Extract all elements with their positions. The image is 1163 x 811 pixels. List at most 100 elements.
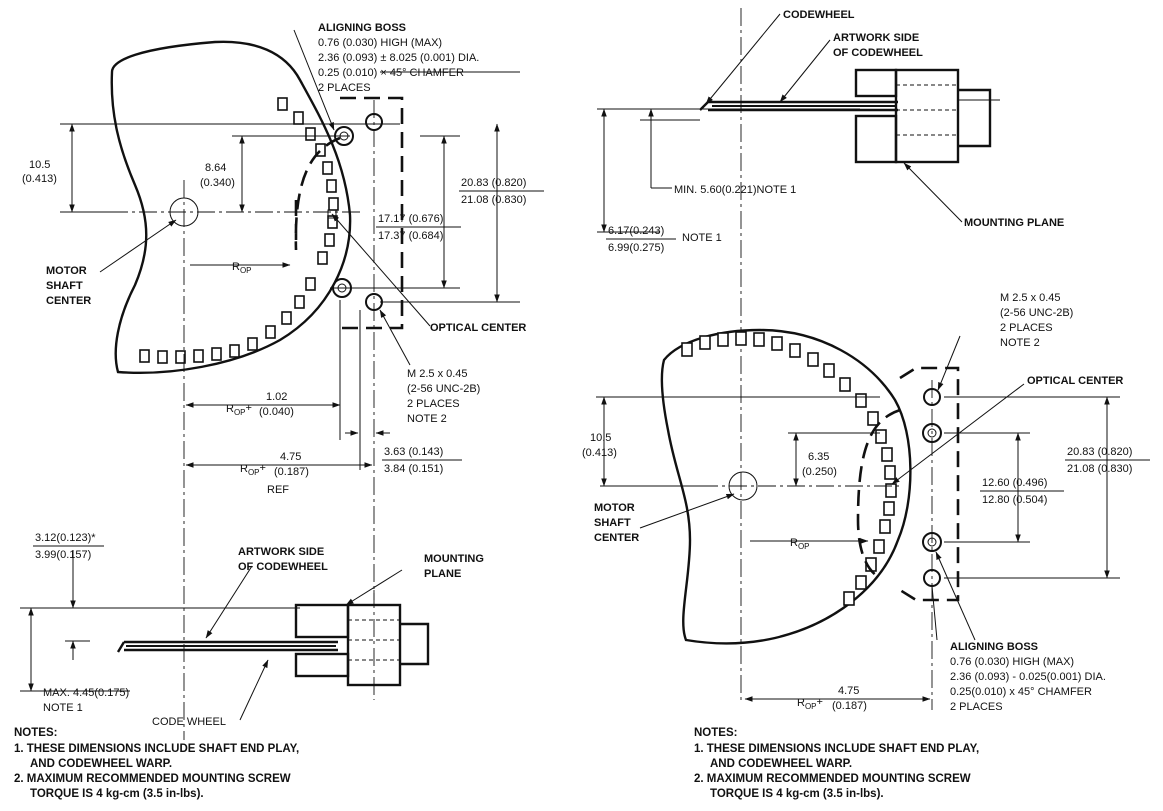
right-dim-4-75-in: (0.187) — [832, 700, 867, 712]
left-note1a: 1. THESE DIMENSIONS INCLUDE SHAFT END PL… — [14, 743, 299, 755]
right-encoder-body-top — [854, 68, 898, 98]
right-note1b: AND CODEWHEEL WARP. — [710, 758, 852, 770]
right-dim-12-60-top: 12.60 (0.496) — [982, 477, 1047, 489]
left-dim-8-64-mm: 8.64 — [205, 162, 226, 174]
right-side-labels: CODEWHEEL ARTWORK SIDE OF CODEWHEEL MIN.… — [606, 9, 1064, 254]
left-artwork-l2: OF CODEWHEEL — [238, 561, 328, 573]
right-dim-4-75-mm: 4.75 — [838, 685, 859, 697]
left-artwork-l1: ARTWORK SIDE — [238, 546, 324, 558]
right-codewheel-label: CODEWHEEL — [783, 9, 855, 21]
right-dim-6-35-in: (0.250) — [802, 466, 837, 478]
left-codewheel-view — [60, 29, 520, 740]
left-dim-4-75-ref: REF — [267, 484, 289, 496]
left-motor-label-1: MOTOR — [46, 265, 87, 277]
left-motor-label-2: SHAFT — [46, 280, 83, 292]
right-note2a: 2. MAXIMUM RECOMMENDED MOUNTING SCREW — [694, 773, 971, 785]
right-screw-line3: 2 PLACES — [1000, 322, 1053, 334]
right-mounting-plane: MOUNTING PLANE — [964, 217, 1064, 229]
right-codewheel-slots — [681, 331, 897, 606]
right-encoder-case — [894, 68, 960, 164]
left-dim-1-02-mm: 1.02 — [266, 391, 287, 403]
right-aligning-boss-line1: 0.76 (0.030) HIGH (MAX) — [950, 656, 1074, 668]
left-dim-1-02-in: (0.040) — [259, 406, 294, 418]
left-dim-4-75-in: (0.187) — [274, 466, 309, 478]
right-notes: NOTES: 1. THESE DIMENSIONS INCLUDE SHAFT… — [694, 727, 979, 800]
right-dim-6-17-top: 6.17(0.243) — [608, 225, 664, 237]
left-aligning-boss-line3: 0.25 (0.010) × 45° CHAMFER — [318, 67, 464, 79]
right-notes-title: NOTES: — [694, 727, 737, 739]
left-dim-3-63-top: 3.63 (0.143) — [384, 446, 443, 458]
left-screw-line4: NOTE 2 — [407, 413, 447, 425]
left-dim-1-02-prefix: ROP+ — [226, 402, 252, 417]
left-screw-line2: (2-56 UNC-2B) — [407, 383, 480, 395]
left-dim-3-12-top: 3.12(0.123)* — [35, 532, 96, 544]
left-codewheel-outline — [110, 40, 352, 374]
right-codewheel-outline — [660, 328, 912, 645]
right-side-view — [597, 8, 1000, 700]
right-aligning-boss-line4: 2 PLACES — [950, 701, 1003, 713]
left-mounting-l2: PLANE — [424, 568, 461, 580]
right-artwork-l2: OF CODEWHEEL — [833, 47, 923, 59]
right-note1a: 1. THESE DIMENSIONS INCLUDE SHAFT END PL… — [694, 743, 979, 755]
left-notes: NOTES: 1. THESE DIMENSIONS INCLUDE SHAFT… — [14, 727, 299, 800]
right-motor-label-2: SHAFT — [594, 517, 631, 529]
right-dim-20-83-top: 20.83 (0.820) — [1067, 446, 1132, 458]
right-dim-10-5-in: (0.413) — [582, 447, 617, 459]
left-dim-4-75-prefix: ROP+ — [240, 462, 266, 477]
right-front-labels: M 2.5 x 0.45 (2-56 UNC-2B) 2 PLACES NOTE… — [582, 292, 1150, 713]
right-screw-line1: M 2.5 x 0.45 — [1000, 292, 1061, 304]
right-motor-label-3: CENTER — [594, 532, 639, 544]
left-codewheel-slots — [139, 97, 339, 364]
left-aligning-boss-line2: 2.36 (0.093) ± 8.025 (0.001) DIA. — [318, 52, 479, 64]
left-side-labels: 3.12(0.123)* 3.99(0.157) ARTWORK SIDE OF… — [33, 532, 484, 728]
right-dim-10-5-mm: 10.5 — [590, 432, 611, 444]
right-dim-6-17-note: NOTE 1 — [682, 232, 722, 244]
left-dim-17-17-top: 17.17 (0.676) — [378, 213, 443, 225]
right-screw-line4: NOTE 2 — [1000, 337, 1040, 349]
left-max-l2: NOTE 1 — [43, 702, 83, 714]
right-encoder-body-bottom — [854, 114, 898, 164]
right-dim-12-60-bot: 12.80 (0.504) — [982, 494, 1047, 506]
left-side-view — [20, 550, 430, 721]
left-rop-label: ROP — [232, 261, 252, 275]
left-top-labels: ALIGNING BOSS 0.76 (0.030) HIGH (MAX) 2.… — [22, 22, 544, 496]
right-artwork-l1: ARTWORK SIDE — [833, 32, 919, 44]
left-dim-10-5-mm: 10.5 — [29, 159, 50, 171]
left-dim-20-83-top: 20.83 (0.820) — [461, 177, 526, 189]
left-dim-4-75-mm: 4.75 — [280, 451, 301, 463]
right-note2b: TORQUE IS 4 kg-cm (3.5 in-lbs). — [710, 788, 884, 800]
right-screw-line2: (2-56 UNC-2B) — [1000, 307, 1073, 319]
left-dim-3-12-bot: 3.99(0.157) — [35, 549, 91, 561]
left-note2b: TORQUE IS 4 kg-cm (3.5 in-lbs). — [30, 788, 204, 800]
right-min-label: MIN. 5.60(0.221)NOTE 1 — [674, 184, 796, 196]
left-max-l1: MAX. 4.45(0.175) — [43, 687, 129, 699]
right-optical-center: OPTICAL CENTER — [1027, 375, 1123, 387]
left-encoder-body-bottom — [294, 652, 350, 678]
left-dim-3-63-bot: 3.84 (0.151) — [384, 463, 443, 475]
right-dim-6-17-bot: 6.99(0.275) — [608, 242, 664, 254]
right-rop-label: ROP — [790, 537, 810, 551]
left-aligning-boss-title: ALIGNING BOSS — [318, 22, 406, 34]
left-screw-line3: 2 PLACES — [407, 398, 460, 410]
left-dim-20-83-bot: 21.08 (0.830) — [461, 194, 526, 206]
left-note1b: AND CODEWHEEL WARP. — [30, 758, 172, 770]
right-encoder-outline — [856, 366, 960, 602]
left-aligning-boss-line1: 0.76 (0.030) HIGH (MAX) — [318, 37, 442, 49]
left-dim-17-17-bot: 17.37 (0.684) — [378, 230, 443, 242]
left-encoder-body-top — [294, 603, 350, 639]
left-optical-center: OPTICAL CENTER — [430, 322, 526, 334]
right-aligning-boss-title: ALIGNING BOSS — [950, 641, 1038, 653]
right-motor-label-1: MOTOR — [594, 502, 635, 514]
left-mounting-l1: MOUNTING — [424, 553, 484, 565]
right-dim-4-75-prefix: ROP+ — [797, 696, 823, 711]
left-note2a: 2. MAXIMUM RECOMMENDED MOUNTING SCREW — [14, 773, 291, 785]
right-dim-6-35-mm: 6.35 — [808, 451, 829, 463]
left-notes-title: NOTES: — [14, 727, 57, 739]
left-encoder-outline — [294, 96, 404, 330]
left-screw-line1: M 2.5 x 0.45 — [407, 368, 468, 380]
left-aligning-boss-line4: 2 PLACES — [318, 82, 371, 94]
left-dim-8-64-in: (0.340) — [200, 177, 235, 189]
right-aligning-boss-line3: 0.25(0.010) x 45° CHAMFER — [950, 686, 1092, 698]
